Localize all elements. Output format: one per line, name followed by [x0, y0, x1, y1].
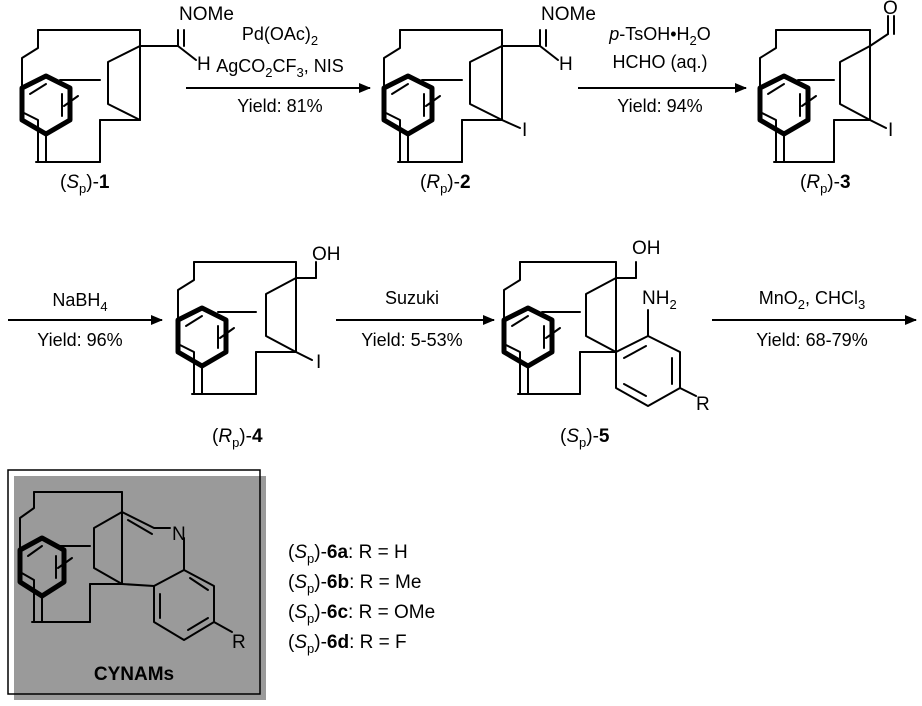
- cynam-structure: N R: [17, 491, 246, 653]
- step-4-yield: Yield: 5-53%: [361, 330, 462, 350]
- step-2-yield: Yield: 94%: [617, 96, 702, 116]
- compound-4-structure: OH I: [175, 244, 341, 395]
- product-item-6a: (Sp)-6a: R = H: [288, 542, 408, 566]
- atom-label: NOMe: [541, 4, 596, 25]
- step-4-reagent-1: Suzuki: [385, 288, 439, 308]
- compound-3-structure: O I: [757, 0, 898, 163]
- step-3-yield: Yield: 96%: [37, 330, 122, 350]
- compound-1-structure: NOMe H: [19, 4, 234, 163]
- atom-label: OH: [632, 238, 661, 259]
- product-class-title: CYNAMs: [94, 664, 174, 685]
- compound-2-label: (Rp)-2: [420, 172, 471, 196]
- step-2-reagent-2: HCHO (aq.): [612, 52, 707, 72]
- step-1-reagent-2: AgCO2CF3, NIS: [216, 56, 344, 80]
- atom-label: I: [316, 352, 321, 373]
- compound-3-label: (Rp)-3: [800, 172, 851, 196]
- compound-4-label: (Rp)-4: [212, 426, 263, 450]
- atom-label: OH: [312, 244, 341, 265]
- product-box: [7, 469, 261, 695]
- atom-label: NOMe: [179, 4, 234, 25]
- product-item-6c: (Sp)-6c: R = OMe: [288, 602, 435, 626]
- product-list: (Sp)-6a: R = H (Sp)-6b: R = Me (Sp)-6c: …: [288, 542, 435, 656]
- step-5-reagent-1: MnO2, CHCl3: [759, 288, 865, 312]
- atom-label: I: [522, 120, 527, 141]
- atom-label: NH2: [642, 288, 677, 312]
- step-1-yield: Yield: 81%: [237, 96, 322, 116]
- step-2-reagent-1: p-TsOH•H2O: [608, 24, 711, 48]
- product-item-6b: (Sp)-6b: R = Me: [288, 572, 421, 596]
- atom-label: O: [883, 0, 898, 19]
- compound-2-structure: NOMe H I: [381, 4, 596, 163]
- product-item-6d: (Sp)-6d: R = F: [288, 632, 407, 656]
- atom-label: R: [232, 632, 246, 653]
- step-3-reagent-1: NaBH4: [52, 290, 107, 314]
- atom-label: H: [197, 54, 211, 75]
- atom-label: I: [888, 120, 893, 141]
- step-1-reagent-1: Pd(OAc)2: [242, 24, 318, 48]
- atom-label: H: [559, 54, 573, 75]
- atom-label: N: [172, 524, 186, 545]
- compound-1-label: (Sp)-1: [60, 172, 110, 196]
- step-5-yield: Yield: 68-79%: [756, 330, 867, 350]
- compound-5-structure: OH NH2 R: [501, 238, 710, 415]
- atom-label: R: [696, 394, 710, 415]
- compound-5-label: (Sp)-5: [560, 426, 610, 450]
